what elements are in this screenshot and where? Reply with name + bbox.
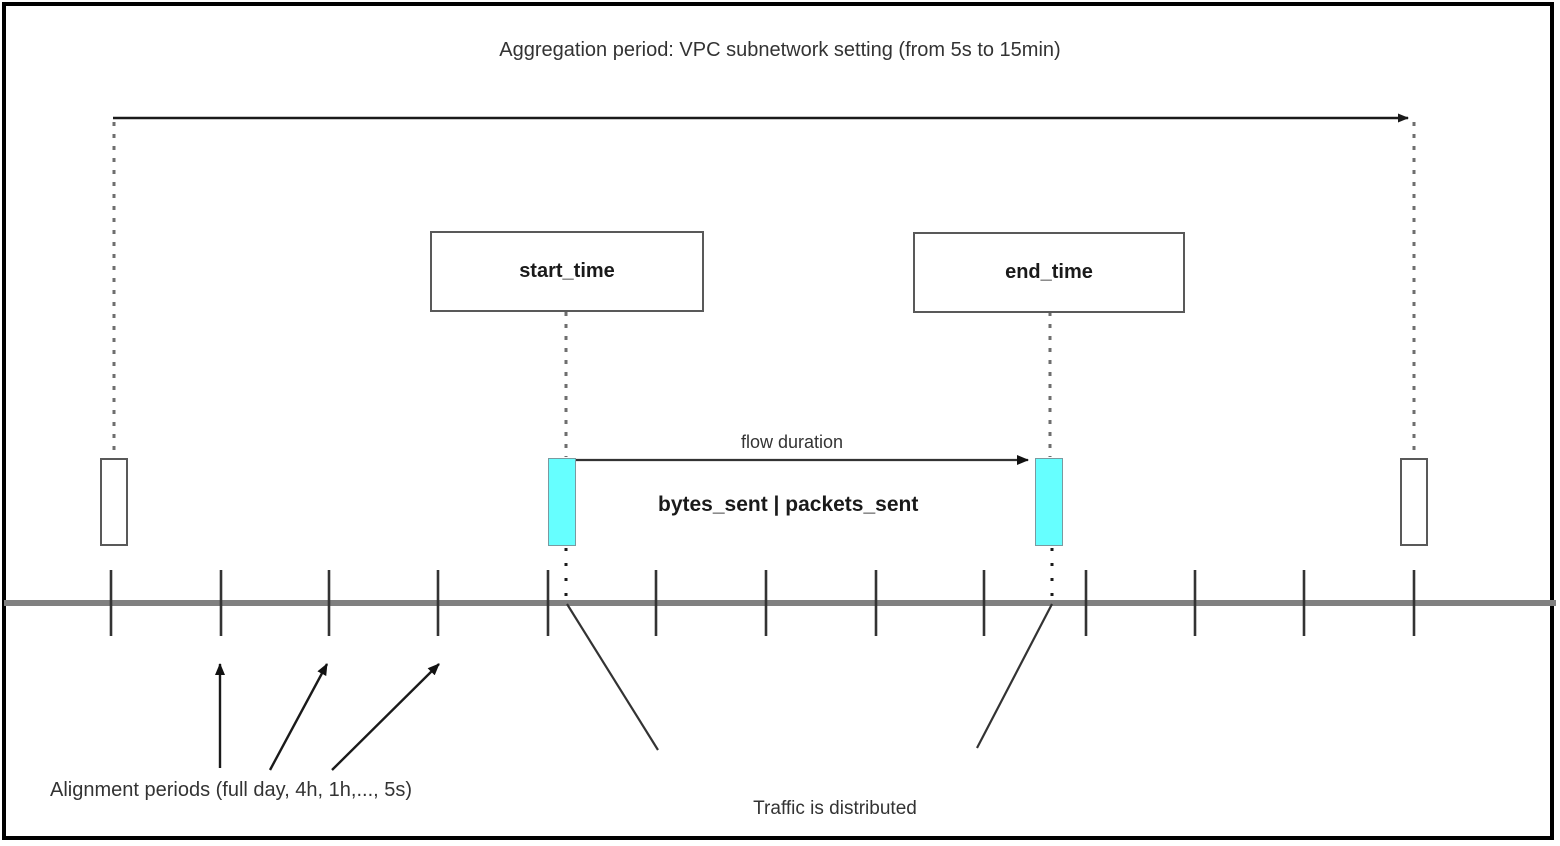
alignment-callout-arrow-3 [331, 663, 440, 771]
flow-duration-label: flow duration [741, 432, 844, 452]
alignment-callout-arrow-2 [268, 663, 329, 771]
start-time-label: start_time [519, 260, 615, 282]
end-time-box[interactable]: end_time [913, 232, 1185, 313]
end-time-label: end_time [1005, 261, 1093, 283]
timeline-ticks [109, 570, 1416, 636]
flow-start-bar [548, 458, 576, 546]
flow-metrics-label: bytes_sent | packets_sent [658, 493, 919, 516]
traffic-note-line-1: Traffic is distributed [753, 797, 917, 819]
flow-end-bar [1035, 458, 1063, 546]
traffic-note-leader-right [976, 603, 1053, 749]
right-aggregation-boundary-marker [1400, 458, 1428, 546]
traffic-note-leader-left [566, 603, 659, 751]
alignment-periods-label: Alignment periods (full day, 4h, 1h,...,… [50, 779, 413, 801]
left-aggregation-boundary-marker [100, 458, 128, 546]
diagram-title: Aggregation period: VPC subnetwork setti… [499, 39, 1061, 61]
start-time-box[interactable]: start_time [430, 231, 704, 312]
traffic-distribution-note: Traffic is distributed proportionally am… [705, 748, 965, 846]
